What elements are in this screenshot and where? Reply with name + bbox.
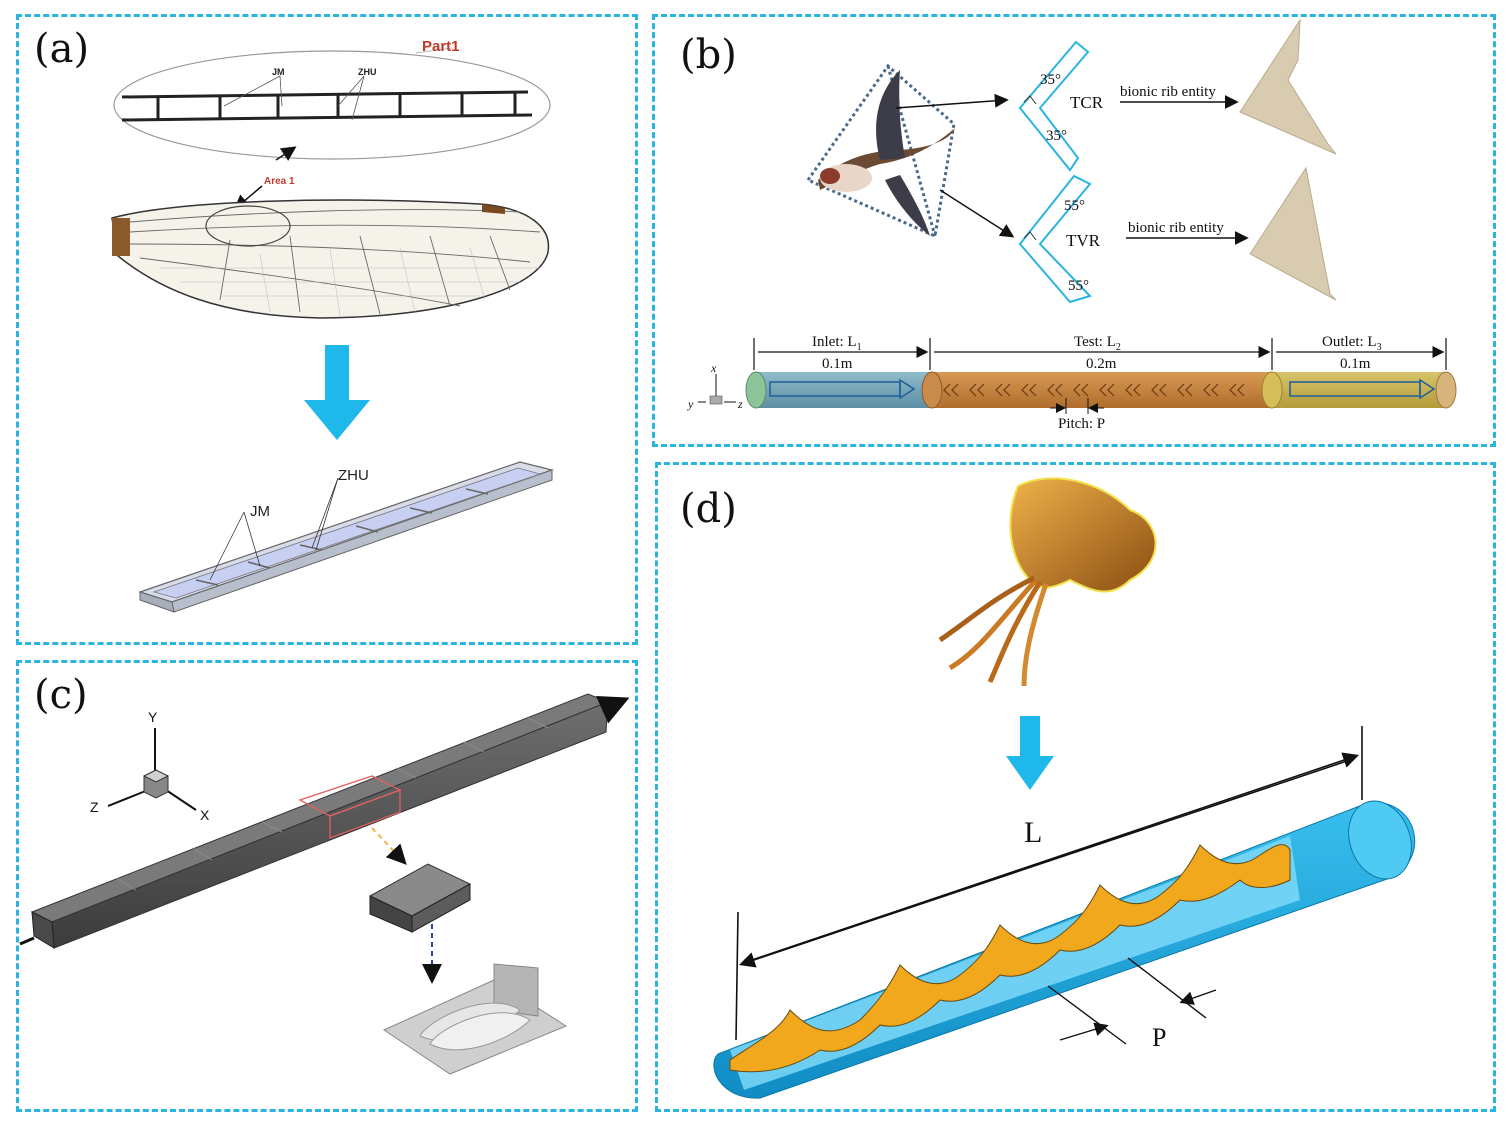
zhu-label: ZHU	[358, 67, 377, 77]
angle-55-bottom: 55°	[1068, 278, 1089, 294]
zhu-model-label: ZHU	[338, 467, 369, 484]
panel-c	[16, 660, 638, 1112]
angle-35-bottom: 35°	[1046, 128, 1067, 144]
panel-c-label: (c)	[34, 672, 88, 718]
jm-label: JM	[272, 67, 285, 77]
outlet-label: Outlet: L3	[1322, 334, 1382, 353]
inlet-length: 0.1m	[822, 356, 853, 372]
panel-a-graphics	[111, 47, 555, 613]
tvr-label: TVR	[1066, 231, 1101, 250]
panel-a	[16, 14, 638, 645]
tcr-label: TCR	[1070, 93, 1104, 112]
outlet-length: 0.1m	[1340, 356, 1371, 372]
angle-55-top: 55°	[1064, 198, 1085, 214]
jm-model-label: JM	[250, 503, 270, 520]
length-label-d: L	[1024, 816, 1042, 849]
angle-35-top: 35°	[1040, 72, 1061, 88]
axis-z-c: Z	[90, 799, 99, 815]
part1-label: Part1	[422, 38, 460, 55]
test-length: 0.2m	[1086, 356, 1117, 372]
panel-d-label: (d)	[680, 486, 737, 532]
panel-b-graphics	[698, 18, 1457, 414]
axis-x-c: X	[200, 807, 210, 823]
panel-d	[655, 462, 1496, 1112]
test-label: Test: L2	[1074, 334, 1121, 353]
axis-z-b: z	[737, 397, 743, 411]
axis-y-c: Y	[148, 709, 158, 725]
axis-x-b: x	[710, 361, 717, 375]
axis-y-b: y	[687, 397, 694, 411]
pitch-label-b: Pitch: P	[1058, 416, 1105, 432]
panel-b	[652, 14, 1496, 447]
pitch-label-d: P	[1152, 1023, 1166, 1052]
panel-a-label: (a)	[34, 26, 90, 72]
area1-label: Area 1	[264, 176, 295, 187]
inlet-label: Inlet: L1	[812, 334, 862, 353]
bionic-rib-label-2: bionic rib entity	[1128, 220, 1224, 236]
panel-c-graphics	[19, 693, 630, 1075]
panel-b-label: (b)	[680, 32, 737, 78]
panel-d-graphics	[713, 477, 1416, 1099]
bionic-rib-label-1: bionic rib entity	[1120, 84, 1216, 100]
